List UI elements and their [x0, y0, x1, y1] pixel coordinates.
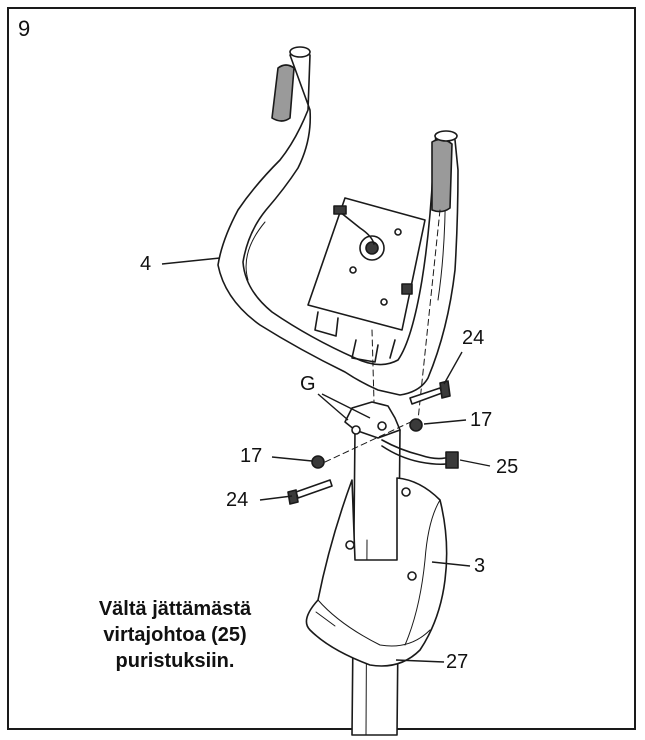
- shroud-part-3: [305, 477, 448, 667]
- leader-lines: [161, 257, 491, 663]
- alignment-lines: [324, 209, 441, 463]
- warning-note-line-1: Vältä jättämästä: [98, 598, 252, 620]
- console-mounting-plate: [307, 197, 426, 363]
- callout-g: G: [300, 373, 316, 395]
- callout-4: 4: [140, 253, 152, 275]
- warning-note: Vältä jättämästä virtajohtoa (25) purist…: [55, 596, 295, 674]
- handlebar-part-4: [217, 46, 459, 396]
- callout-24-left: 24: [226, 489, 249, 511]
- warning-note-line-3: puristuksiin.: [115, 650, 235, 672]
- diagram-frame: [7, 7, 636, 730]
- bolt-24-top: [409, 380, 451, 405]
- callout-25: 25: [496, 456, 519, 478]
- bolt-24-left: [287, 479, 333, 505]
- callout-17-left: 17: [240, 445, 263, 467]
- step-number: 9: [18, 16, 31, 41]
- callout-17-right: 17: [470, 409, 493, 431]
- callout-24-top: 24: [462, 327, 485, 349]
- callout-3: 3: [474, 555, 486, 577]
- nut-17-right: [409, 418, 423, 432]
- callout-27: 27: [446, 651, 469, 673]
- warning-note-line-2: virtajohtoa (25): [103, 624, 247, 646]
- wire-harness-25: [381, 439, 459, 469]
- nut-17-left: [311, 455, 325, 469]
- post-top-bracket: [344, 401, 401, 439]
